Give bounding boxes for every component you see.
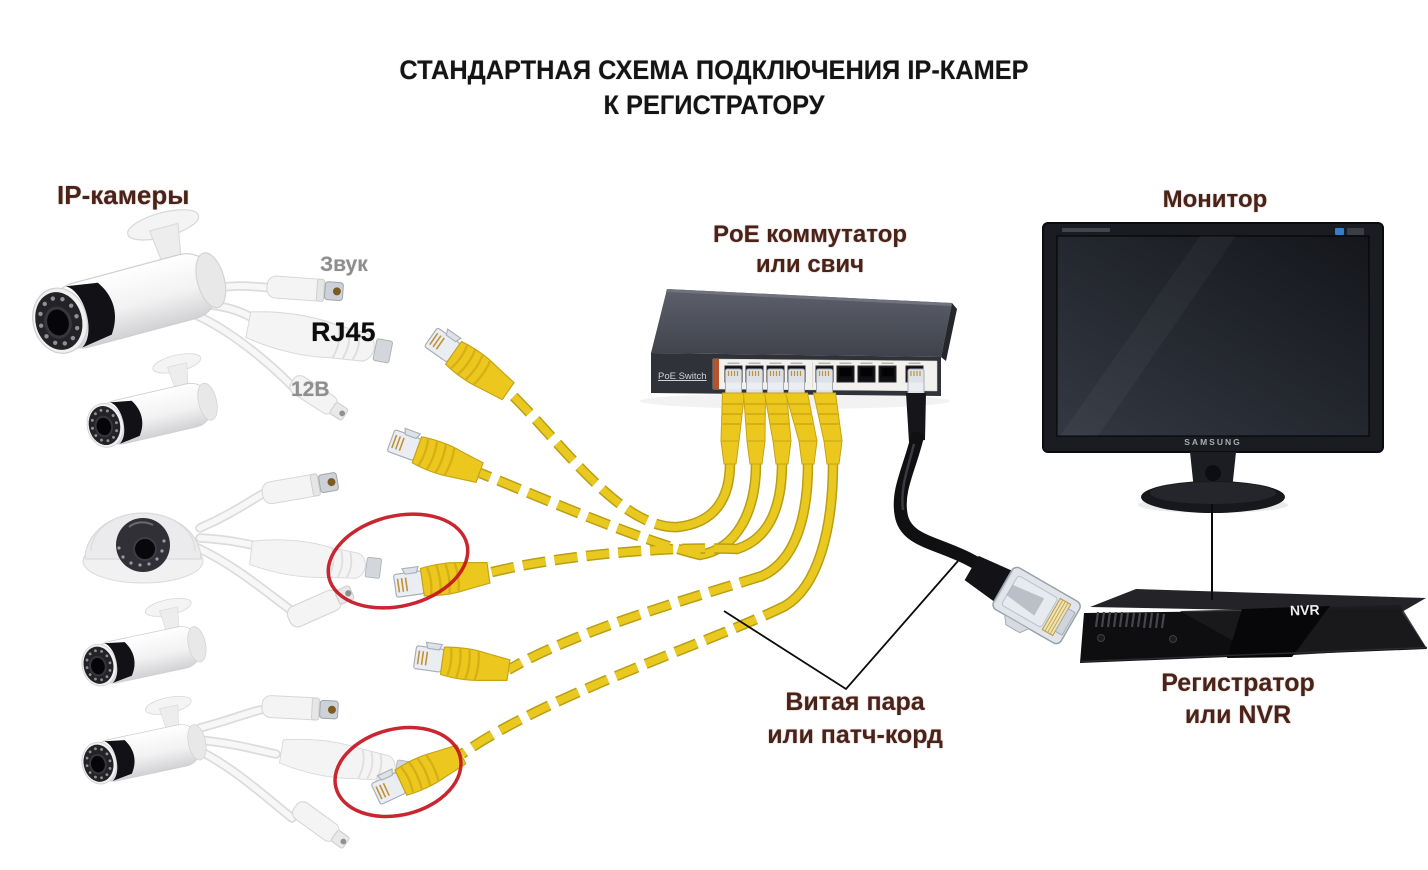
ip-cameras-label: IP-камеры [57, 180, 190, 210]
camera-rj45-connector-2 [384, 424, 487, 489]
nvr-screw [1169, 635, 1177, 643]
monitor-badge-icon [1335, 228, 1344, 235]
nvr-device [1079, 589, 1428, 663]
nvr-front-text: NVR [1289, 601, 1320, 619]
twisted-pair-pointer-lines [723, 560, 959, 691]
poe-switch-label-line2: или свич [755, 251, 865, 278]
ip-camera-3 [82, 512, 204, 584]
switch-front-text: PoE Switch [658, 371, 707, 382]
monitor-brand-text: SAMSUNG [1184, 437, 1242, 447]
power-12v-label: 12В [291, 378, 330, 401]
monitor-stand [1138, 452, 1288, 513]
recorder-label-line2: или NVR [1184, 701, 1292, 729]
rj45-plug-4 [784, 368, 818, 465]
rj45-female-boot-3 [247, 534, 384, 587]
dc-power-plug-3 [284, 581, 357, 631]
highlight-ellipse-1 [326, 512, 470, 610]
diagram-title-line1: СТАНДАРТНАЯ СХЕМА ПОДКЛЮЧЕНИЯ IP-КАМЕР [399, 55, 1029, 85]
nvr-screw [1097, 634, 1105, 642]
ip-camera-5 [71, 690, 211, 789]
rj45-plug-5 [812, 368, 843, 465]
rca-audio-connector-3 [260, 469, 340, 506]
twisted-pair-label-line2: или патч-корд [767, 721, 943, 749]
monitor-device [1042, 222, 1384, 513]
poe-switch-device [640, 289, 957, 409]
rca-audio-connector-1 [265, 275, 345, 304]
highlight-ellipse-2 [333, 725, 463, 819]
poe-switch-label-line1: PoE коммутатор [712, 221, 908, 248]
recorder-label-line1: Регистратор [1161, 669, 1315, 697]
rj45-plug-1 [720, 368, 746, 465]
patch-cables [458, 387, 839, 759]
diagram-title-line2: К РЕГИСТРАТОРУ [603, 90, 825, 120]
camera-rj45-connector-4 [411, 639, 512, 687]
camera-rj45-connector-5 [367, 738, 470, 810]
uplink-rj45-connector [964, 555, 1081, 645]
audio-label: Звук [320, 253, 368, 276]
switch-accent-stripe [713, 359, 719, 389]
rj45-label: RJ45 [311, 317, 376, 347]
rj45-plug-3 [763, 368, 792, 465]
switch-rj45-plugs [720, 368, 843, 465]
camera-rj45-connector-3 [391, 555, 492, 603]
twisted-pair-label-line1: Витая пара [785, 688, 925, 716]
camera-rj45-connector-1 [420, 322, 519, 405]
camera-pigtail-5 [193, 694, 414, 853]
dc-power-plug-5 [288, 798, 353, 853]
monitor-model-text-bar [1062, 228, 1110, 232]
rj45-plug-2 [742, 368, 767, 465]
uplink-cable [893, 368, 1081, 645]
monitor-label: Монитор [1162, 186, 1268, 213]
ip-camera-4 [71, 592, 211, 691]
patch-cable-1-dashed [504, 387, 679, 533]
nvr-vents [1094, 611, 1166, 629]
monitor-badge-icon [1347, 228, 1364, 235]
ip-camera-2 [74, 347, 223, 452]
ip-camera-1 [12, 199, 234, 361]
camera-pigtail-3 [193, 469, 384, 631]
rca-audio-connector-5 [260, 694, 340, 722]
